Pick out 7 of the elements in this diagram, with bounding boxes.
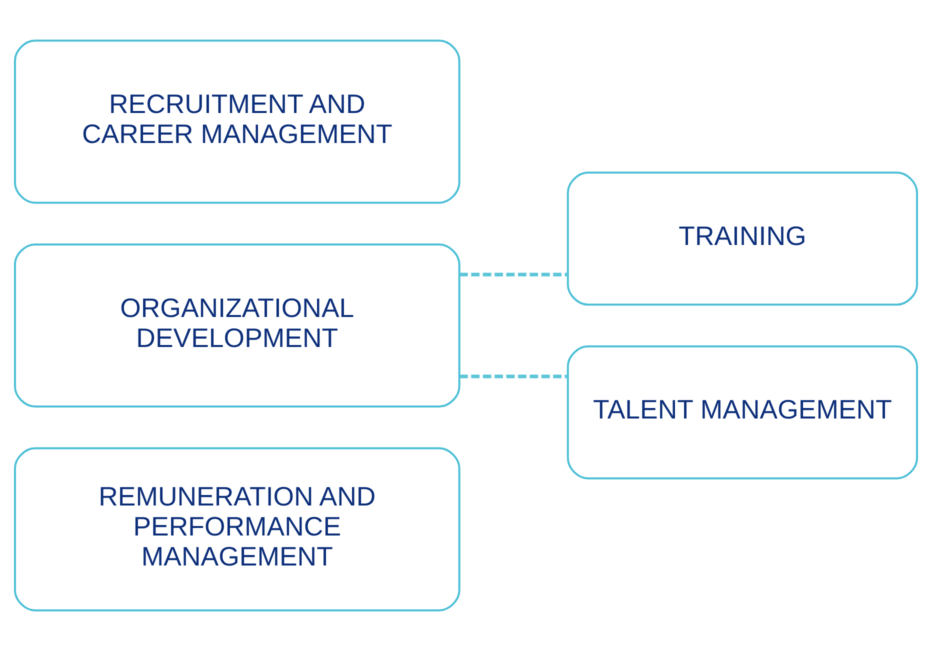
node-box: TRAINING (566, 172, 918, 306)
connector (460, 374, 568, 378)
node-box: RECRUITMENT AND CAREER MANAGEMENT (14, 40, 460, 204)
node-box: TALENT MANAGEMENT (566, 345, 918, 480)
node-box: ORGANIZATIONAL DEVELOPMENT (14, 243, 460, 408)
connector (460, 272, 568, 276)
node-box: REMUNERATION AND PERFORMANCE MANAGEMENT (14, 447, 460, 612)
